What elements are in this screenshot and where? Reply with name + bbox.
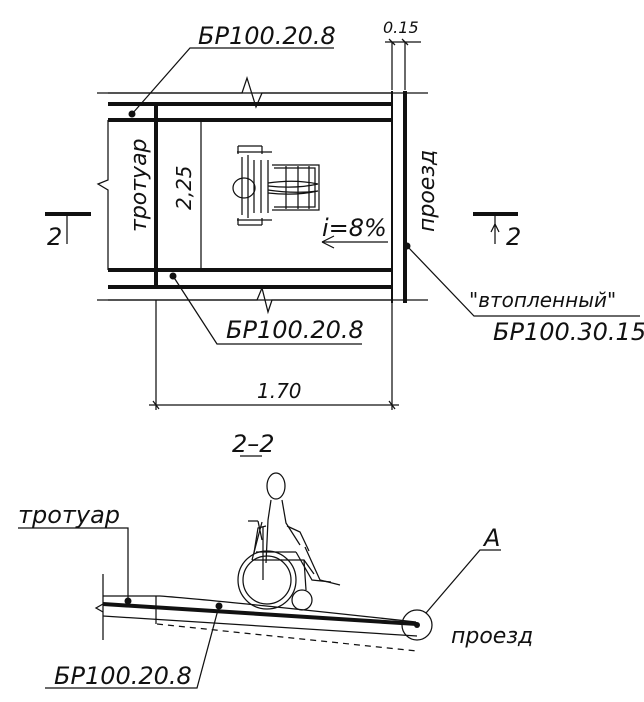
label-section-mark-left: 2 [47,223,62,251]
point-a-dot [414,622,420,628]
ramp-left-break-zig [94,603,104,613]
leader-dot-bottom-curb-section [215,602,223,610]
plan-break-bottom [97,286,428,315]
label-section-mark-right: 2 [506,223,521,251]
ramp-base-line [102,615,418,637]
leader-sidewalk-bottom [18,527,129,601]
plan-break-top [97,75,428,109]
leader-bottom-curb [172,275,362,345]
leader-dot-bottom-curb [169,272,177,280]
label-height-dim: 2,25 [172,165,196,210]
leader-dot-top-left [128,110,136,118]
section-view [18,455,501,689]
top-offset-dim-tick-left [388,38,396,46]
width-dimension-tick-left [152,400,160,410]
top-offset-dim-tick-right [401,38,409,46]
label-sunken-quote: "втопленный" [469,288,616,312]
label-section-title: 2–2 [232,430,275,458]
label-slope: i=8% [322,214,387,242]
leader-point-a [425,549,501,614]
leader-right-curb [406,245,640,317]
width-dimension-tick-right [388,400,396,410]
label-bottom-curb-top: БР100.20.8 [226,316,364,344]
point-a-circle [401,609,433,641]
label-point-a: A [482,524,500,552]
label-sidewalk-top: тротуар [127,138,152,232]
label-top-left-curb: БР100.20.8 [198,22,336,50]
plan-view [45,38,640,410]
section-mark-right-arrow [490,223,500,233]
wheelchair-user-figure [237,472,341,611]
leader-bottom-curb-section [45,605,220,689]
slope-arrow-head [321,235,335,249]
label-width-dim: 1.70 [257,379,302,403]
label-driveway-top: проезд [415,150,440,232]
label-driveway-bottom: проезд [451,624,533,649]
ramp-main-line [102,602,418,626]
leader-top-left-curb [131,47,334,115]
label-top-right-dim: 0.15 [383,18,419,37]
leader-dot-sidewalk-bottom [124,597,132,605]
leader-dot-right-curb [403,242,411,250]
left-break-mark [96,120,109,270]
label-sidewalk-bottom: тротуар [18,501,120,529]
label-bottom-curb: БР100.20.8 [54,662,192,690]
wheelchair-plan-symbol [232,145,320,226]
label-right-curb: БР100.30.15 [493,318,644,346]
